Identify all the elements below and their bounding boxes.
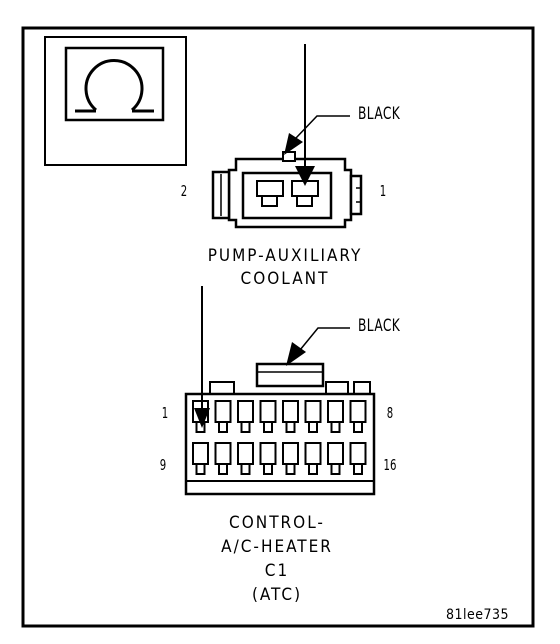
bottom-row-cavity: [349, 442, 367, 475]
pump-connector-drawing: [211, 151, 363, 229]
pump-title-line2: COOLANT: [240, 269, 330, 289]
bottom-row-cavity: [327, 442, 344, 475]
control-pin-1-label: 1: [161, 404, 169, 422]
bottom-row-cavity: [304, 442, 322, 475]
control-pin-16-label: 16: [383, 456, 397, 474]
bottom-row-cavity: [192, 442, 209, 475]
control-callout-leader-icon: [286, 327, 350, 366]
top-row-cavity: [304, 400, 322, 433]
top-row-cavity: [349, 400, 367, 433]
control-pin-arrow-icon: [194, 286, 210, 428]
cavity-row-top: [192, 400, 367, 433]
pump-pin-left-label: 2: [180, 182, 188, 200]
pump-callout-leader-icon: [284, 115, 350, 155]
control-callout-label: BLACK: [358, 316, 401, 336]
figure-code: 81lee735: [446, 607, 510, 623]
pump-pin-arrow-icon: [295, 44, 315, 186]
top-row-cavity: [237, 400, 254, 433]
bottom-row-cavity: [214, 442, 232, 475]
control-title-line3: C1: [264, 561, 290, 581]
control-title-line2: A/C-HEATER: [221, 537, 333, 557]
connector-outline-symbol-icon: [44, 36, 187, 166]
pump-title-line1: PUMP-AUXILIARY: [207, 246, 363, 266]
top-row-cavity: [259, 400, 277, 433]
diagram-border: [21, 26, 535, 628]
bottom-row-cavity: [282, 442, 299, 475]
control-pin-9-label: 9: [159, 456, 167, 474]
top-row-cavity: [214, 400, 232, 433]
top-row-cavity: [327, 400, 344, 433]
control-title-line1: CONTROL-: [229, 513, 325, 533]
control-connector-drawing: [184, 362, 376, 496]
top-row-cavity: [282, 400, 299, 433]
control-title-line4: (ATC): [251, 585, 303, 605]
bottom-row-cavity: [237, 442, 254, 475]
control-pin-8-label: 8: [386, 404, 394, 422]
pump-callout-label: BLACK: [358, 104, 401, 124]
bottom-row-cavity: [259, 442, 277, 475]
cavity-row-bottom: [192, 442, 367, 475]
pump-pin-right-label: 1: [379, 182, 387, 200]
